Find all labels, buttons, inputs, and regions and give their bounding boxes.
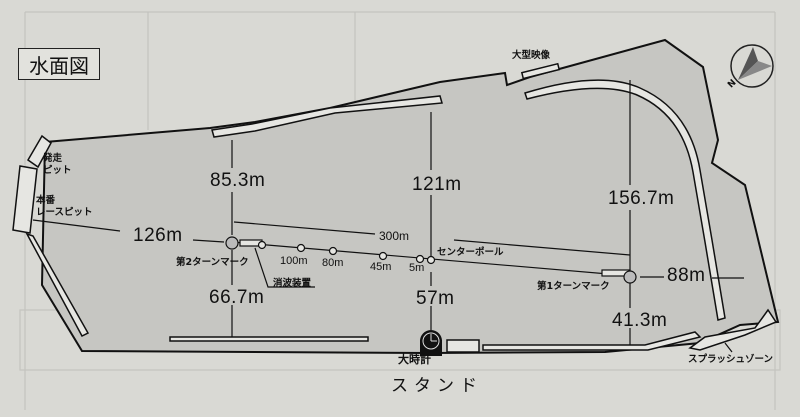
marker-80m: 80m xyxy=(322,257,344,269)
distance-156-7: 156.7m xyxy=(608,188,675,209)
center-pole-label: センターポール xyxy=(437,247,504,258)
distance-66-7: 66.7m xyxy=(209,287,265,308)
compass-icon xyxy=(730,44,774,88)
distance-121: 121m xyxy=(412,174,462,195)
turn-marks xyxy=(225,236,637,284)
stand-label: スタンド xyxy=(391,376,483,396)
distance-85-3: 85.3m xyxy=(210,170,266,191)
start-pit-label-1: 発走 xyxy=(43,153,63,164)
back-barriers xyxy=(211,62,726,321)
wave-absorber-label: 消波装置 xyxy=(273,278,312,289)
first-turn-mark-label: 第1ターンマーク xyxy=(537,281,610,292)
distance-41-3: 41.3m xyxy=(612,310,668,331)
big-screen-label: 大型映像 xyxy=(512,50,551,61)
front-barriers xyxy=(169,308,778,353)
page-title: 水面図 xyxy=(18,48,100,80)
pit-structures xyxy=(12,134,90,337)
distance-88: 88m xyxy=(667,265,706,286)
race-pit-label-1: 本番 xyxy=(36,195,56,206)
second-turn-mark-label: 第2ターンマーク xyxy=(176,257,249,268)
big-clock-icon xyxy=(420,330,442,356)
big-clock-label: 大時計 xyxy=(398,353,431,366)
start-pit-label-2: ピット xyxy=(43,165,72,176)
race-pit-label-2: レースピット xyxy=(36,207,93,218)
start-markers xyxy=(257,240,436,265)
marker-5m: 5m xyxy=(409,262,425,274)
distance-126: 126m xyxy=(133,225,183,246)
distance-300: 300m xyxy=(379,229,410,243)
marker-100m: 100m xyxy=(280,255,308,267)
distance-57: 57m xyxy=(416,288,455,309)
water-area xyxy=(40,38,780,355)
splash-zone-label: スプラッシュゾーン xyxy=(688,354,774,365)
marker-45m: 45m xyxy=(370,261,392,273)
